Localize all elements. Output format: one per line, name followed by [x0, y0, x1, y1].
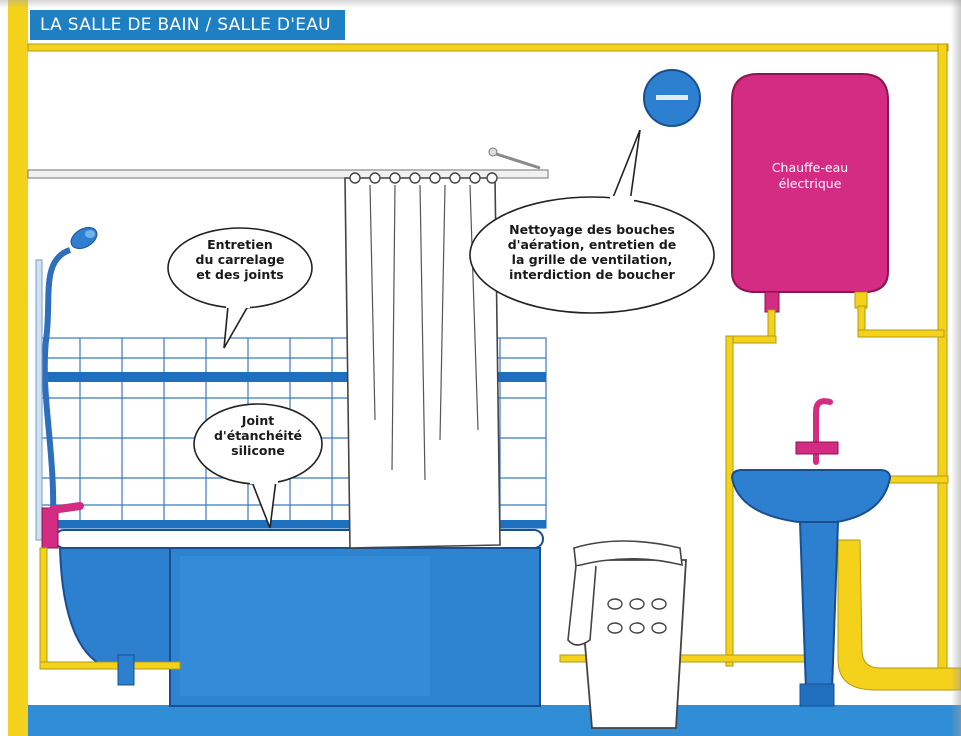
callout-tiles-line-2: du carrelage: [195, 252, 285, 267]
towel-icon: [567, 540, 683, 646]
curtain-rod: [27, 147, 549, 179]
callout-seal-bubble: [193, 403, 323, 529]
callout-seal: Joint d'étanchéité silicone: [200, 413, 316, 458]
shower-curtain: [344, 172, 501, 549]
floor: [28, 705, 961, 736]
callout-tiles: Entretien du carrelage et des joints: [178, 237, 302, 282]
callout-vent-line-3: la grille de ventilation,: [511, 252, 673, 267]
callout-seal-line-1: Joint: [241, 413, 275, 428]
water-heater-label: Chauffe-eau électrique: [742, 160, 878, 192]
callout-vent-line-1: Nettoyage des bouches: [509, 222, 675, 237]
bathtub: [54, 529, 544, 707]
tub-pipes: [39, 547, 181, 686]
callout-seal-line-3: silicone: [231, 443, 285, 458]
page-edge-stripe: [8, 0, 28, 736]
sink-icon: [730, 398, 892, 707]
callout-vent-line-4: interdiction de boucher: [509, 267, 675, 282]
callout-vent-line-2: d'aération, entretien de: [507, 237, 677, 252]
water-heater-label-line-2: électrique: [778, 176, 842, 191]
right-shadow: [951, 0, 961, 736]
tile-stripe: [38, 372, 546, 382]
vent-icon: [643, 69, 701, 127]
water-heater-label-line-1: Chauffe-eau: [771, 160, 849, 175]
callout-vent-bubble: [469, 129, 715, 314]
callout-tiles-line-3: et des joints: [196, 267, 284, 282]
water-heater-icon: [731, 73, 889, 313]
tile-stripe-bottom: [38, 520, 546, 528]
page-title: LA SALLE DE BAIN / SALLE D'EAU: [30, 10, 345, 40]
callout-vent: Nettoyage des bouches d'aération, entret…: [478, 222, 706, 282]
faucet-icon: [41, 502, 84, 549]
shower-head-icon: [35, 227, 98, 541]
callout-seal-line-2: d'étanchéité: [213, 428, 303, 443]
laundry-basket-icon: [577, 559, 687, 729]
callout-tiles-bubble: [167, 227, 313, 349]
callout-tiles-line-1: Entretien: [207, 237, 273, 252]
top-shadow: [0, 0, 961, 8]
